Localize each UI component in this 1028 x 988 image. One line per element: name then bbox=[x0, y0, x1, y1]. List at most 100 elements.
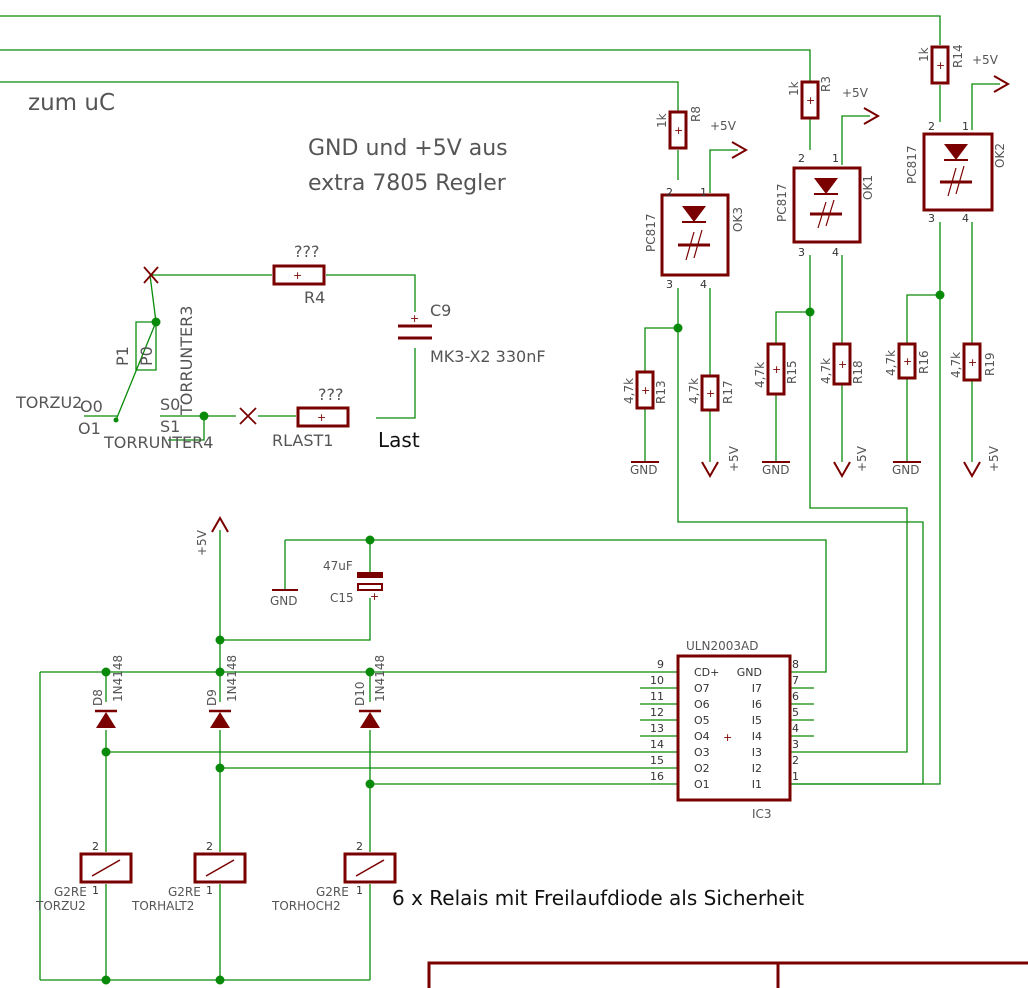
junction-dot bbox=[151, 317, 161, 327]
vcc-label: +5V bbox=[710, 119, 737, 133]
diode-d10: D10 1N4148 bbox=[353, 655, 387, 728]
svg-text:1: 1 bbox=[832, 152, 839, 165]
svg-text:I1: I1 bbox=[752, 778, 762, 791]
junction-dot bbox=[101, 747, 111, 757]
ok1-part: PC817 bbox=[775, 183, 789, 222]
junction-dot bbox=[365, 667, 375, 677]
svg-text:2: 2 bbox=[356, 840, 363, 853]
svg-text:+: + bbox=[293, 269, 302, 282]
d10-name: D10 bbox=[353, 681, 367, 706]
svg-text:O3: O3 bbox=[694, 746, 710, 759]
svg-text:GND: GND bbox=[737, 666, 762, 679]
svg-text:2: 2 bbox=[92, 840, 99, 853]
svg-text:2: 2 bbox=[798, 152, 805, 165]
svg-text:+: + bbox=[772, 363, 781, 376]
svg-text:3: 3 bbox=[798, 246, 805, 259]
gnd-label: GND bbox=[630, 463, 658, 477]
relay-torhalt: 2 1 G2RE TORHALT2 bbox=[131, 840, 247, 913]
r4-value: ??? bbox=[294, 242, 319, 261]
opto-ok2: PC817 OK2 2 1 3 4 bbox=[905, 120, 1007, 225]
resistor-r17: + 4,7k R17 bbox=[687, 374, 735, 412]
svg-text:1: 1 bbox=[206, 884, 213, 897]
svg-text:15: 15 bbox=[650, 754, 664, 767]
junction-dot bbox=[199, 411, 209, 421]
resistor-r14: + 1k R14 bbox=[917, 44, 965, 85]
capacitor-c9: + C9 MK3-X2 330nF bbox=[398, 301, 546, 366]
svg-text:2: 2 bbox=[792, 754, 799, 767]
svg-text:1: 1 bbox=[792, 770, 799, 783]
r18-name: R18 bbox=[851, 360, 865, 384]
relay-part: G2RE bbox=[168, 885, 201, 899]
d9-part: 1N4148 bbox=[225, 655, 239, 702]
ic-left-pins: 9 CD+ 10 O7 11 O6 12 O5 13 O4 14 O3 15 O… bbox=[650, 658, 719, 791]
ic-name: IC3 bbox=[752, 807, 772, 821]
gnd-label: GND bbox=[892, 463, 920, 477]
relay-part: G2RE bbox=[316, 885, 349, 899]
c15-name: C15 bbox=[330, 591, 354, 605]
vcc-label: +5V bbox=[855, 445, 869, 472]
svg-text:10: 10 bbox=[650, 674, 664, 687]
r15-name: R15 bbox=[785, 360, 799, 384]
svg-text:2: 2 bbox=[206, 840, 213, 853]
svg-text:16: 16 bbox=[650, 770, 664, 783]
svg-text:+: + bbox=[723, 731, 732, 744]
r14-name: R14 bbox=[951, 44, 965, 68]
resistor-r13: + 4,7k R13 bbox=[622, 370, 668, 410]
switch-pin-s0: S0 bbox=[160, 395, 180, 414]
junction-dot bbox=[805, 307, 815, 317]
r16-name: R16 bbox=[917, 350, 931, 374]
svg-text:1: 1 bbox=[962, 120, 969, 133]
svg-text:2: 2 bbox=[928, 120, 935, 133]
relay-part: G2RE bbox=[54, 885, 87, 899]
resistor-rlast1: + ??? RLAST1 bbox=[272, 385, 350, 450]
r19-name: R19 bbox=[983, 352, 997, 376]
r8-value: 1k bbox=[655, 113, 669, 128]
resistor-r18: + 4,7k R18 bbox=[819, 342, 865, 386]
c15-value: 47uF bbox=[323, 559, 353, 573]
svg-text:11: 11 bbox=[650, 690, 664, 703]
switch-pin-p1: P1 bbox=[113, 346, 132, 366]
note-last: Last bbox=[378, 428, 420, 452]
r3-name: R3 bbox=[819, 76, 833, 92]
supply-c15: +5V GND + 47uF C15 bbox=[195, 515, 383, 608]
relay-name: TORZU2 bbox=[35, 899, 86, 913]
r17-name: R17 bbox=[721, 380, 735, 404]
svg-text:9: 9 bbox=[657, 658, 664, 671]
rlast-value: ??? bbox=[318, 385, 343, 404]
switch-pin-p0: P0 bbox=[137, 346, 156, 366]
resistor-r15: + 4,7k R15 bbox=[753, 342, 799, 396]
svg-text:O7: O7 bbox=[694, 682, 710, 695]
note-relais: 6 x Relais mit Freilaufdiode als Sicherh… bbox=[392, 886, 804, 910]
junction-dot bbox=[935, 290, 945, 300]
ok3-part: PC817 bbox=[644, 213, 658, 252]
resistor-r19: + 4,7k R19 bbox=[949, 342, 997, 382]
svg-text:O6: O6 bbox=[694, 698, 710, 711]
d8-part: 1N4148 bbox=[111, 655, 125, 702]
note-to-uc: zum uC bbox=[28, 90, 115, 116]
resistor-r16: + 4,7k R16 bbox=[884, 342, 931, 380]
gnd-label: GND bbox=[270, 594, 298, 608]
svg-text:+: + bbox=[317, 411, 326, 424]
switch-pin-o1: O1 bbox=[78, 419, 101, 438]
svg-text:1: 1 bbox=[92, 884, 99, 897]
switch-pin-s1: S1 bbox=[160, 417, 180, 436]
svg-text:+: + bbox=[410, 312, 419, 325]
junction-dot bbox=[673, 323, 683, 333]
drawing-frame bbox=[427, 961, 1028, 988]
svg-text:+: + bbox=[370, 590, 379, 603]
svg-text:3: 3 bbox=[792, 738, 799, 751]
svg-text:+: + bbox=[641, 384, 650, 397]
r18-value: 4,7k bbox=[819, 358, 833, 384]
note-gnd-line1: GND und +5V aus bbox=[308, 136, 508, 161]
svg-text:O2: O2 bbox=[694, 762, 710, 775]
junction-dot bbox=[101, 667, 111, 677]
r16-value: 4,7k bbox=[884, 350, 898, 376]
svg-text:I3: I3 bbox=[752, 746, 762, 759]
junction-dot bbox=[215, 763, 225, 773]
switch-name-torrunter4: TORRUNTER4 bbox=[103, 433, 213, 452]
r4-name: R4 bbox=[304, 288, 325, 307]
junctions bbox=[101, 290, 945, 985]
d8-name: D8 bbox=[91, 689, 105, 706]
svg-text:O5: O5 bbox=[694, 714, 710, 727]
svg-text:6: 6 bbox=[792, 690, 799, 703]
